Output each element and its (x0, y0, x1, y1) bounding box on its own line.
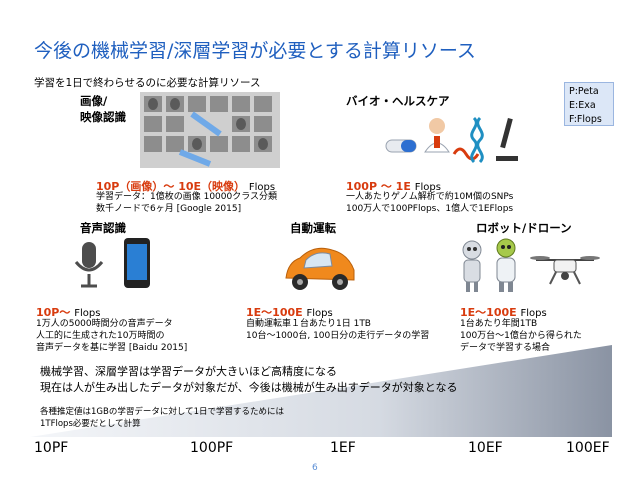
dna-icon (470, 116, 478, 164)
robot-drone-illustration (462, 238, 600, 292)
footnote-line1: 各種推定値は1GBの学習データに対して1日で学習するためには (40, 407, 284, 417)
bio-desc-line2: 100万人で100PFlops、1億人で1EFlops (346, 204, 514, 214)
speech-desc-line2: 人工的に生成された10万時間の (36, 331, 165, 341)
microphone-icon (74, 242, 104, 288)
bio-illustration (385, 116, 518, 164)
axis-tick-10ef: 10EF (468, 440, 503, 456)
speech-desc-line1: 1万人の5000時間分の音声データ (36, 319, 173, 329)
doctor-icon (424, 118, 450, 153)
legend-peta: P:Peta (569, 86, 599, 97)
slide-subtitle: 学習を1日で終わらせるのに必要な計算リソース (34, 77, 261, 89)
speech-desc-line3: 音声データを基に学習 [Baidu 2015] (36, 343, 188, 353)
speech-flops-range: 10P～ Flops (36, 306, 101, 319)
page-number: 6 (312, 463, 318, 473)
flask-icon (452, 147, 480, 161)
robot-desc-line1: 1台あたり年間1TB (460, 319, 538, 329)
auto-flops-range: 1E～100E Flops (246, 306, 333, 319)
bio-desc-line1: 一人あたりゲノム解析で約10M個のSNPs (346, 192, 514, 202)
note-line1: 機械学習、深層学習は学習データが大きいほど高精度になる (40, 365, 337, 378)
image-section-title-line1: 画像/ (80, 94, 108, 108)
speech-section-title: 音声認識 (80, 221, 126, 235)
auto-desc-line1: 自動運転車１台あたり1日 1TB (246, 319, 371, 329)
axis-tick-10pf: 10PF (34, 440, 69, 456)
smartphone-icon (124, 238, 150, 288)
auto-desc-line2: 10台～1000台, 100日分の走行データの学習 (246, 331, 430, 341)
image-section-title-line2: 映像認識 (80, 110, 126, 124)
bio-section-title: バイオ・ヘルスケア (346, 94, 450, 108)
unit-legend: P:Peta E:Exa F:Flops (564, 82, 614, 126)
robot-desc-line2: 100万台～1億台から得られた (460, 331, 582, 341)
capsule-icon (385, 139, 417, 153)
robot-icon (462, 240, 482, 292)
bio-flops-range: 100P ～ 1E Flops (346, 180, 441, 193)
image-flops-range: 10P（画像）～ 10E（映像） Flops (96, 180, 276, 193)
robot-flops-range: 1E～100E Flops (460, 306, 547, 319)
robot-section-title: ロボット/ドローン (476, 221, 572, 235)
drone-icon (530, 256, 600, 285)
image-desc-line2: 数千ノードで6ヶ月 [Google 2015] (96, 204, 242, 214)
speech-illustration (74, 238, 150, 288)
axis-tick-100pf: 100PF (190, 440, 234, 456)
image-collage-illustration (140, 92, 280, 168)
auto-section-title: 自動運転 (290, 221, 336, 235)
robot-icon (496, 238, 516, 292)
note-line2: 現在は人が生み出したデータが対象だが、今後は機械が生み出すデータが対象となる (40, 381, 458, 394)
legend-exa: E:Exa (569, 100, 596, 111)
axis-tick-100ef: 100EF (566, 440, 610, 456)
footnote-line2: 1TFlops必要だとして計算 (40, 419, 141, 429)
image-desc-line1: 学習データ：1億枚の画像 10000クラス分類 (96, 192, 278, 202)
legend-flops: F:Flops (569, 114, 602, 125)
slide-title: 今後の機械学習/深層学習が必要とする計算リソース (34, 40, 476, 62)
robot-desc-line3: データで学習する場合 (460, 343, 551, 353)
car-illustration (285, 247, 355, 290)
microscope-icon (496, 117, 518, 161)
axis-tick-1ef: 1EF (330, 440, 356, 456)
